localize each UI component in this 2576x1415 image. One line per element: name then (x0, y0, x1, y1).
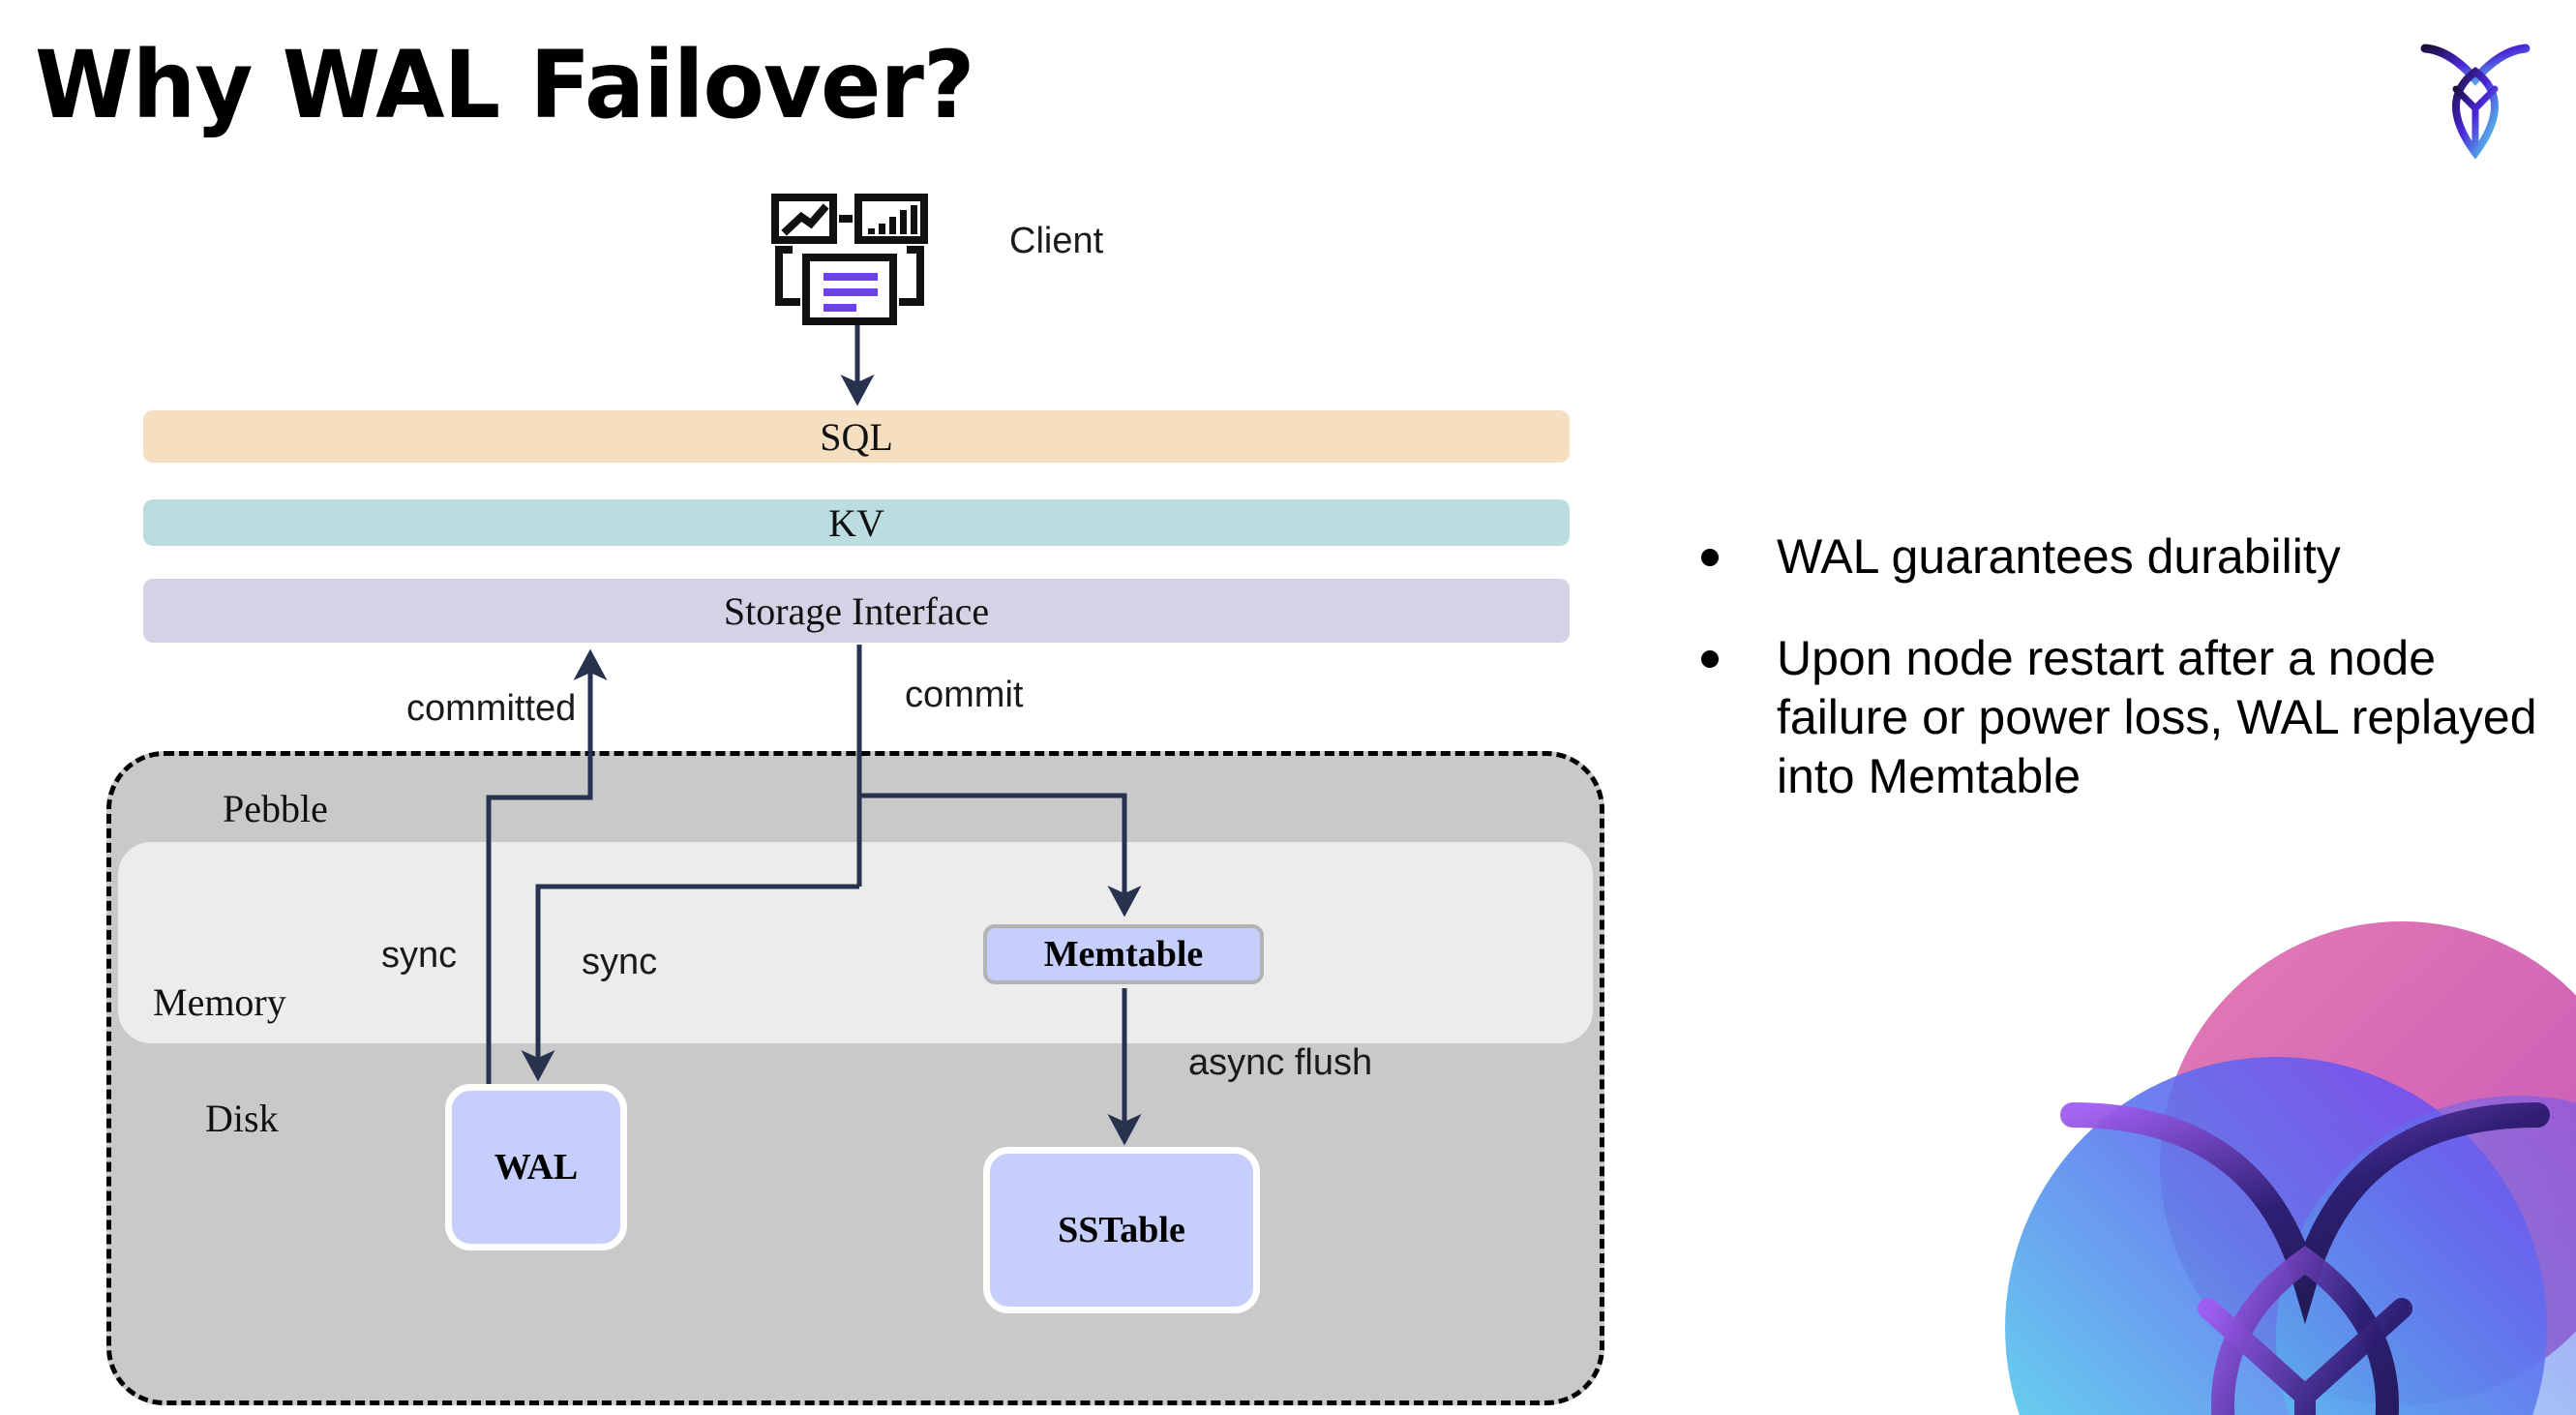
layer-label-sql: SQL (820, 414, 893, 459)
node-memtable: Memtable (983, 924, 1264, 984)
layer-bar-sql: SQL (143, 410, 1570, 463)
bullet-dot-icon (1701, 549, 1719, 566)
bullet-text: Upon node restart after a node failure o… (1777, 631, 2537, 803)
client-label: Client (1009, 221, 1104, 261)
cockroachdb-logo (2408, 33, 2543, 160)
list-item: WAL guarantees durability (1701, 527, 2553, 587)
bullet-list: WAL guarantees durability Upon node rest… (1701, 527, 2553, 849)
client-dashboard-icon (771, 194, 928, 325)
node-sstable: SSTable (983, 1147, 1260, 1313)
edge-label-sync-left: sync (381, 935, 458, 976)
edge-label-committed: committed (406, 688, 577, 729)
disk-label: Disk (205, 1097, 279, 1140)
list-item: Upon node restart after a node failure o… (1701, 629, 2553, 806)
layer-label-kv: KV (828, 500, 884, 545)
node-label-sstable: SSTable (1058, 1210, 1185, 1250)
edge-label-commit: commit (905, 675, 1024, 715)
decorative-brand-art (1899, 873, 2576, 1415)
node-wal: WAL (445, 1084, 627, 1250)
layer-label-storage-interface: Storage Interface (723, 588, 990, 633)
layer-bar-storage-interface: Storage Interface (143, 579, 1570, 643)
pebble-label: Pebble (223, 787, 328, 830)
node-label-wal: WAL (494, 1147, 579, 1188)
edge-label-async-flush: async flush (1188, 1042, 1373, 1083)
node-label-memtable: Memtable (1043, 934, 1204, 975)
edge-label-sync-right: sync (582, 942, 658, 982)
memory-band (118, 842, 1593, 1043)
bullet-dot-icon (1701, 650, 1719, 668)
bullet-text: WAL guarantees durability (1777, 529, 2341, 584)
layer-bar-kv: KV (143, 499, 1570, 546)
memory-label: Memory (153, 980, 286, 1024)
page-title: Why WAL Failover? (35, 31, 974, 139)
